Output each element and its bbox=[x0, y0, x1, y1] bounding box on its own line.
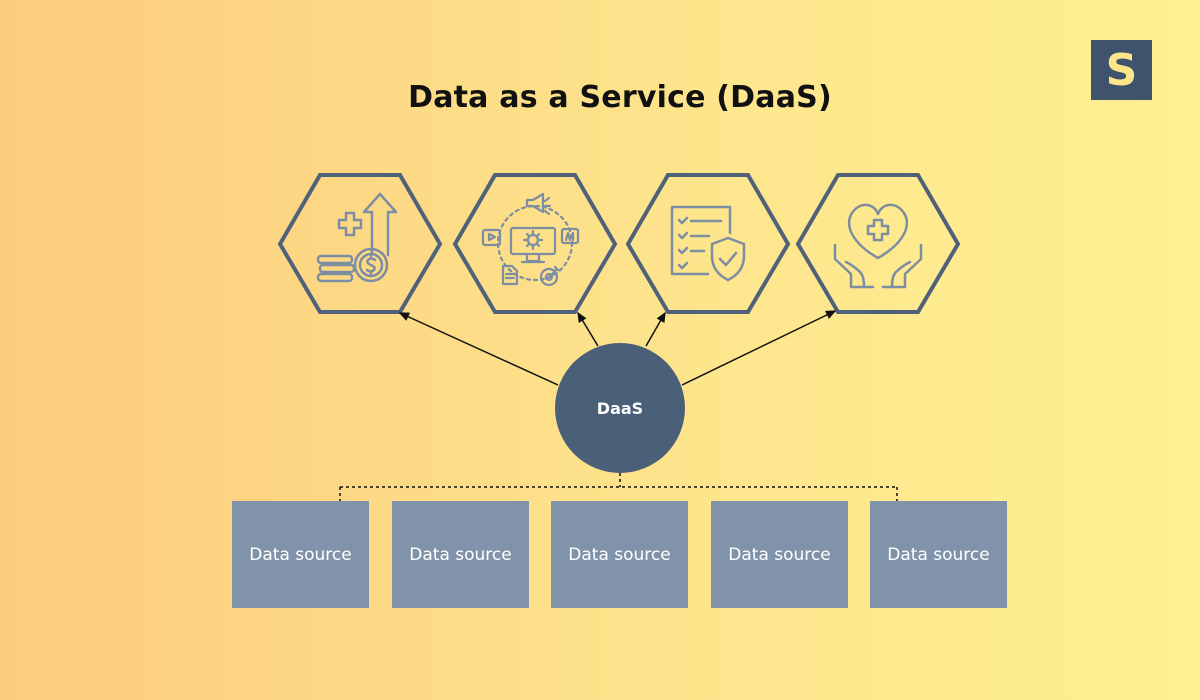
hexagon-1 bbox=[277, 173, 443, 314]
healthcare-icon bbox=[833, 203, 923, 289]
finance-growth-icon bbox=[316, 192, 398, 283]
arrow-to-hexagon-2 bbox=[577, 311, 599, 347]
arrow-to-hexagon-1 bbox=[398, 312, 559, 386]
hexagon-2 bbox=[452, 173, 618, 314]
data-source-box: Data source bbox=[870, 501, 1007, 608]
data-source-box: Data source bbox=[232, 501, 369, 608]
data-source-box: Data source bbox=[392, 501, 529, 608]
daas-hub-label: DaaS bbox=[596, 398, 644, 418]
hexagon-3 bbox=[625, 173, 791, 314]
diagram-title: Data as a Service (DaaS) bbox=[408, 80, 832, 115]
compliance-checklist-icon bbox=[670, 205, 746, 282]
data-source-box: Data source bbox=[551, 501, 688, 608]
source-connectors bbox=[339, 473, 898, 501]
marketing-icon bbox=[481, 192, 580, 287]
hexagon-4 bbox=[795, 173, 961, 314]
arrow-to-hexagon-3 bbox=[645, 311, 666, 347]
arrow-to-hexagon-4 bbox=[681, 310, 837, 386]
brand-logo: S bbox=[1091, 40, 1152, 100]
daas-hub-circle bbox=[555, 343, 685, 473]
data-source-box: Data source bbox=[711, 501, 848, 608]
